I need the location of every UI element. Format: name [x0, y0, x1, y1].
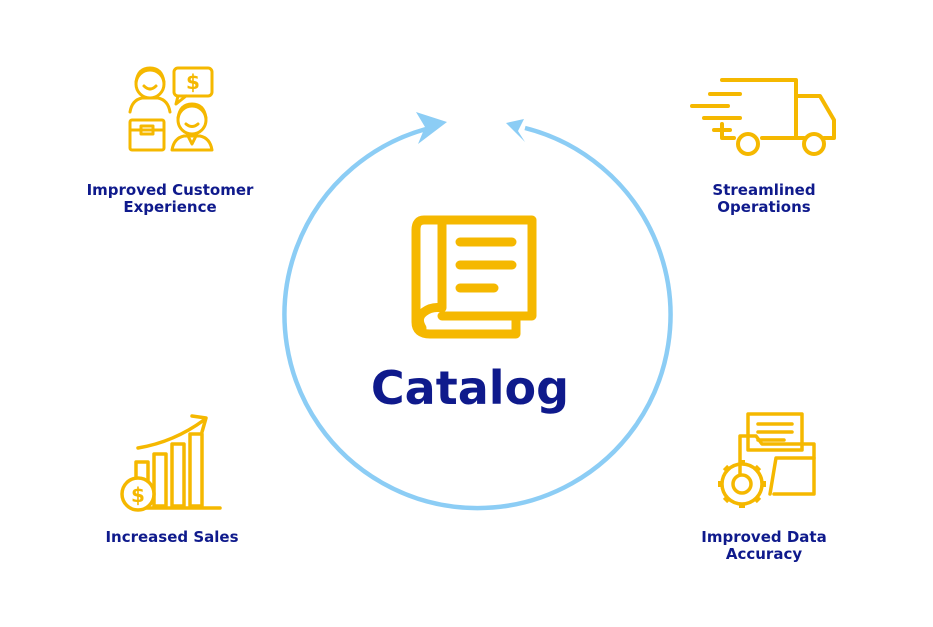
center-title: Catalog: [370, 361, 570, 415]
sales-growth-chart-icon: $: [120, 414, 222, 512]
catalog-book-icon: [411, 215, 537, 339]
folder-gear-icon: [718, 412, 816, 508]
benefit-label-operations: Streamlined Operations: [712, 181, 816, 216]
cycle-arc: [282, 125, 673, 511]
customer-service-icon: $: [128, 66, 214, 152]
svg-text:$: $: [186, 70, 200, 94]
benefit-label-sales: Increased Sales: [105, 528, 239, 546]
benefit-label-customer: Improved Customer Experience: [86, 181, 254, 216]
delivery-truck-icon: [690, 78, 836, 156]
svg-text:$: $: [131, 483, 145, 507]
cycle-arrowhead-right: [506, 119, 525, 142]
benefit-label-accuracy: Improved Data Accuracy: [701, 528, 827, 563]
cycle-arrowhead-left: [416, 112, 447, 144]
